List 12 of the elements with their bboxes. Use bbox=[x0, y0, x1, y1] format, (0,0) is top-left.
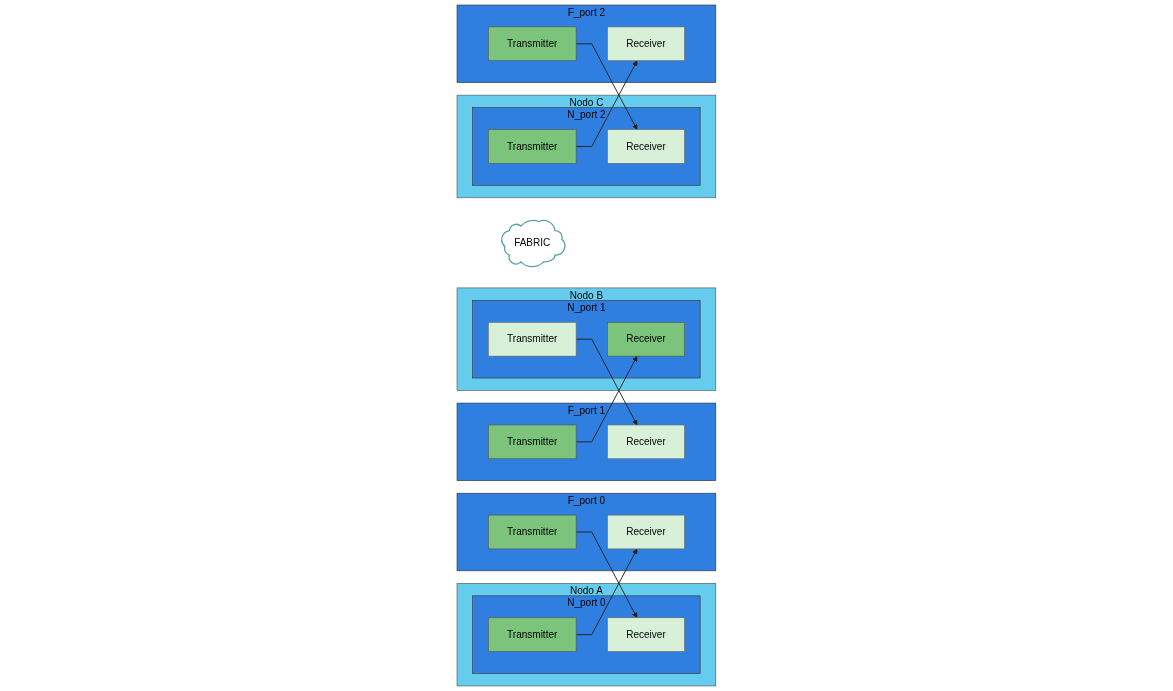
node-box: Receiver bbox=[607, 26, 685, 62]
node-box: Transmitter bbox=[488, 322, 577, 357]
node-box: Receiver bbox=[607, 617, 685, 652]
node-box: Receiver bbox=[607, 322, 685, 357]
node-box: Transmitter bbox=[488, 129, 577, 164]
node-box: Transmitter bbox=[488, 26, 577, 62]
node-box: Receiver bbox=[607, 129, 685, 164]
node-box: Transmitter bbox=[488, 514, 577, 550]
node-box: Transmitter bbox=[488, 424, 577, 460]
node-box: Transmitter bbox=[488, 617, 577, 652]
node-box: Receiver bbox=[607, 424, 685, 460]
node-box: Receiver bbox=[607, 514, 685, 550]
